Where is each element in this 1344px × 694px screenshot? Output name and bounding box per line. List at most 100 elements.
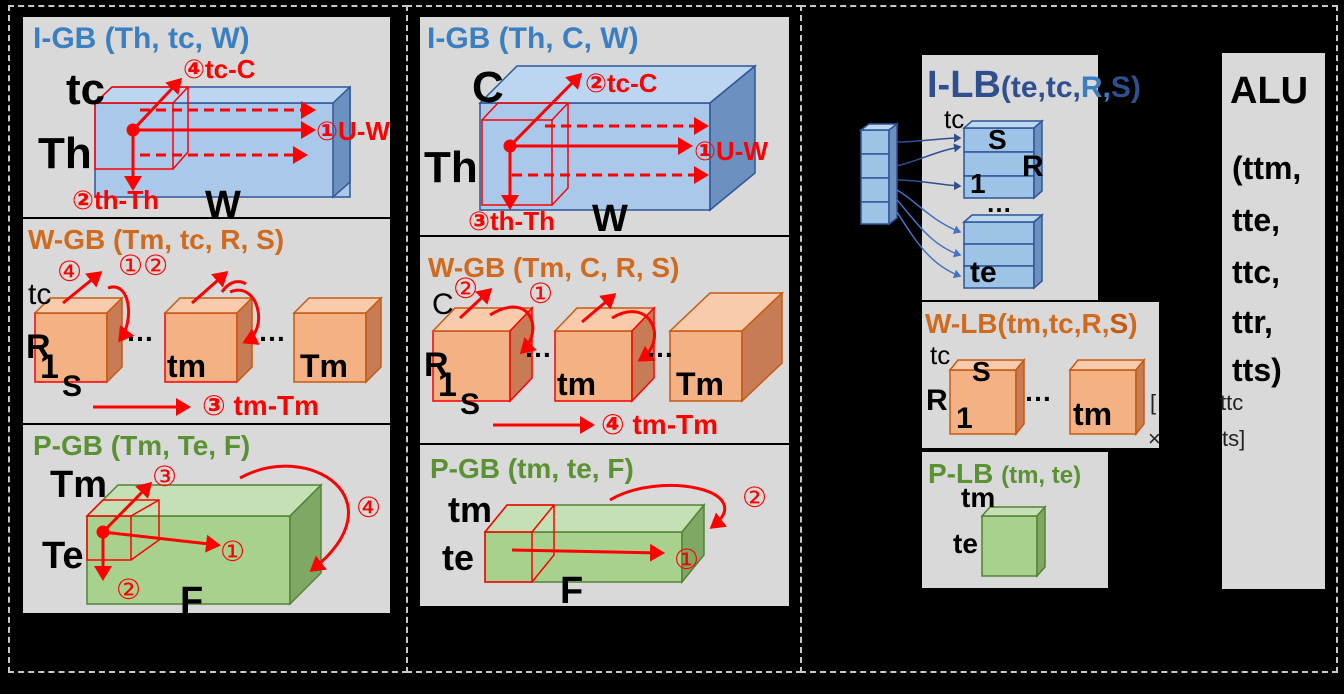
- col2-pgb-box: [483, 502, 706, 585]
- col2-wgb-r-label: R: [424, 346, 449, 384]
- col1-wgb-tc-label: tc: [28, 278, 52, 311]
- wlb-frag2: ttc: [1220, 390, 1244, 415]
- col1-wgb-arrows: [62, 271, 261, 416]
- col1-pgb-te-label: Te: [42, 535, 84, 577]
- col1-pgb-c4: ④: [356, 492, 382, 523]
- wlb-tc-label: tc: [930, 340, 951, 370]
- col2-wgb-c1: ①: [528, 278, 554, 309]
- col1-wgb-Tm-label: Tm: [300, 348, 348, 384]
- ilb-title-a: I-LB: [927, 64, 1001, 106]
- col1-igb-step1: ①U-W: [316, 116, 390, 146]
- col1-wgb-dots1: …: [126, 316, 154, 347]
- plb-title-b: (tm, te): [1001, 462, 1082, 489]
- col2-wgb-Tm-label: Tm: [676, 366, 724, 402]
- ilb-tc-label: tc: [944, 104, 965, 134]
- wlb-r-label: R: [926, 384, 948, 417]
- wlb-frag4: ts]: [1222, 426, 1246, 451]
- col2-wgb-tm-label: tm: [557, 366, 597, 402]
- col1-igb-th-label: Th: [38, 129, 92, 178]
- col1-wgb-c4: ④: [57, 256, 83, 287]
- col1-pgb-title: P-GB (Tm, Te, F): [33, 430, 251, 461]
- col2-pgb-c2: ②: [742, 482, 768, 513]
- plb-tm-label: tm: [961, 482, 996, 513]
- col1-pgb-tm-label: Tm: [50, 464, 107, 506]
- col2-igb-arrows: [501, 72, 709, 210]
- plb-cube: [980, 505, 1047, 578]
- col1-wgb-tm-label: tm: [167, 348, 207, 384]
- plb-title-a: P-LB: [928, 458, 994, 489]
- col1-wgb-c12: ①②: [118, 250, 169, 281]
- col2-igb-step3: ③th-Th: [468, 206, 555, 236]
- col2-wgb-1-label: 1: [438, 366, 457, 404]
- wlb-1-label: 1: [956, 402, 973, 435]
- alu-line-2: ttc,: [1232, 254, 1280, 290]
- ilb-title: I-LB(te,tc,R,S): [927, 66, 1141, 104]
- col1-wgb-title: W-GB (Tm, tc, R, S): [28, 224, 285, 255]
- col1-igb-box: [93, 85, 351, 199]
- col1-wgb-step3: ③ tm-Tm: [202, 390, 320, 421]
- col1-igb-title: I-GB (Th, tc, W): [33, 22, 250, 55]
- col1-wgb-1-label: 1: [40, 348, 59, 386]
- ilb-cells: [962, 119, 1044, 290]
- wlb-s-label: S: [972, 356, 991, 387]
- col2-wgb-c2: ②: [453, 273, 479, 304]
- ilb-1-label: 1: [970, 168, 986, 199]
- col2-wgb-title: W-GB (Tm, C, R, S): [428, 252, 680, 283]
- col1-pgb-c3: ③: [152, 461, 178, 492]
- col2-igb-box: [478, 64, 758, 212]
- alu-panel: [1222, 53, 1325, 589]
- col2-pgb-tm-label: tm: [448, 489, 492, 530]
- wlb-title-b: S: [1109, 308, 1129, 339]
- ilb-title-d: S): [1110, 71, 1141, 104]
- col1-pgb-f-label: F: [180, 580, 204, 622]
- col2-igb-th-label: Th: [424, 143, 478, 192]
- wlb-title-c: ): [1128, 308, 1138, 339]
- col1-igb-step4: ④tc-C: [183, 54, 256, 84]
- wlb-tm-label: tm: [1073, 396, 1113, 432]
- ilb-r-label: R: [1022, 150, 1044, 183]
- col1-igb-arrows: [124, 77, 316, 191]
- col1-pgb-c1: ①: [220, 536, 246, 567]
- wlb-dots: …: [1024, 376, 1052, 407]
- alu-line-3: ttr,: [1232, 304, 1273, 340]
- col2-pgb-title: P-GB (tm, te, F): [430, 453, 634, 484]
- col2-wgb-arrows: [458, 287, 657, 434]
- alu-line-0: (ttm,: [1232, 150, 1302, 186]
- alu-title: ALU: [1230, 70, 1309, 112]
- col2-igb-step1: ①U-W: [694, 136, 768, 166]
- ilb-s-label: S: [988, 124, 1007, 155]
- col1-wgb-cubes: [33, 296, 383, 384]
- col2-pgb-te-label: te: [442, 537, 475, 578]
- col2-wgb-dots2: …: [646, 332, 674, 363]
- wlb-frag1: [: [1150, 390, 1157, 415]
- col1-pgb-c2: ②: [116, 574, 142, 605]
- wlb-cubes: [948, 357, 1146, 437]
- col1-wgb-dots2: …: [258, 316, 286, 347]
- col2-pgb-f-label: F: [560, 570, 584, 612]
- column-3-border: [800, 5, 1338, 673]
- col1-pgb-box: [85, 483, 323, 606]
- col2-igb-c-label: C: [472, 63, 504, 112]
- col2-igb-step2: ②tc-C: [585, 68, 658, 98]
- alu-line-1: tte,: [1232, 202, 1280, 238]
- col2-igb-w-label: W: [592, 198, 628, 240]
- ilb-connectors: [896, 133, 962, 279]
- col1-pgb-arrows: [94, 464, 350, 581]
- ilb-title-b: (te,tc,: [1000, 71, 1081, 104]
- col2-wgb-step4: ④ tm-Tm: [601, 409, 719, 440]
- col2-pgb-c1: ①: [674, 544, 700, 575]
- col1-igb-step2: ②th-Th: [72, 185, 159, 215]
- col1-igb-tc-label: tc: [66, 65, 106, 114]
- wlb-title-a: W-LB(tm,tc,R,: [925, 308, 1110, 339]
- wlb-frag3: ×: [1148, 426, 1161, 451]
- ilb-title-c: R,: [1080, 71, 1111, 104]
- col2-pgb-arrows: [511, 483, 727, 562]
- col1-wgb-s-label: S: [62, 370, 83, 403]
- col2-wgb-dots1: …: [524, 332, 552, 363]
- col2-wgb-c-label: C: [432, 288, 454, 321]
- ilb-te-label: te: [970, 256, 997, 289]
- col1-wgb-r-label: R: [26, 328, 51, 366]
- ilb-dots: …: [986, 188, 1012, 218]
